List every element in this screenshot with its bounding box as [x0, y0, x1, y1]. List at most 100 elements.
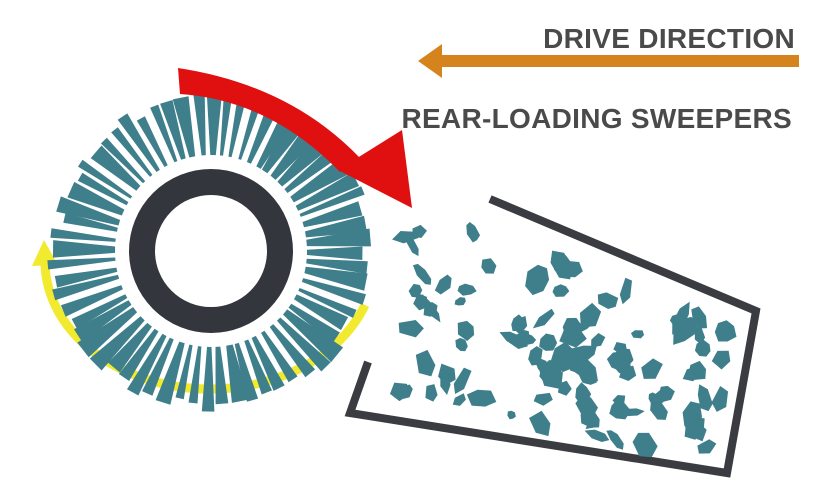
bristle — [188, 346, 202, 404]
debris-rock — [453, 367, 472, 395]
bristle — [67, 181, 125, 216]
debris-rock — [440, 368, 451, 395]
bristle — [77, 172, 129, 206]
bristle — [295, 172, 359, 211]
bristle — [136, 116, 168, 167]
bristle — [294, 294, 349, 331]
debris-rock — [652, 387, 670, 404]
debris-rock — [398, 319, 424, 338]
debris-rock — [575, 395, 599, 419]
debris-rock — [402, 384, 413, 399]
debris-rock — [415, 349, 436, 377]
bristle — [283, 309, 344, 363]
debris-rock — [425, 384, 438, 402]
bristle — [54, 267, 118, 288]
debris-rock — [466, 389, 497, 407]
debris-rock — [550, 341, 575, 373]
bristle — [63, 212, 118, 232]
curved-arrow-clockwise-icon — [178, 68, 412, 208]
bristle — [150, 104, 178, 163]
debris-rock — [694, 325, 706, 346]
debris-rock — [584, 429, 610, 443]
bristle — [269, 324, 316, 378]
bristle — [302, 201, 363, 228]
debris-rock — [606, 430, 624, 450]
debris-rock — [529, 410, 551, 437]
bristle — [201, 346, 215, 412]
bristle — [290, 159, 349, 203]
drive-direction-label: DRIVE DIRECTION — [543, 23, 795, 54]
bristle — [277, 317, 331, 372]
bristle — [155, 341, 185, 405]
debris-rock — [641, 358, 663, 379]
debris-rock — [511, 314, 524, 332]
bristle — [142, 337, 174, 396]
debris-rock — [454, 297, 466, 306]
debris-rock — [525, 264, 550, 296]
debris-rock — [682, 401, 702, 435]
bristle — [52, 274, 120, 301]
sweeper-type-label: REAR-LOADING SWEEPERS — [401, 103, 792, 134]
bristle — [100, 137, 146, 184]
debris-rock — [694, 339, 711, 357]
bristle — [234, 342, 259, 402]
debris-rock — [412, 263, 432, 285]
debris-rock — [533, 392, 553, 406]
debris-rock — [673, 316, 699, 345]
hopper-outline — [344, 195, 761, 478]
bristle — [89, 316, 145, 371]
debris-rock — [534, 357, 555, 378]
debris-rock — [697, 384, 713, 412]
bristle — [118, 328, 159, 381]
debris-rock — [457, 320, 475, 341]
bristle — [108, 322, 152, 373]
bristle — [219, 89, 234, 156]
bristle — [78, 159, 133, 199]
debris-rock — [612, 348, 634, 369]
debris-rock — [507, 410, 516, 420]
debris-rock — [630, 330, 645, 339]
debris-rock — [632, 432, 658, 458]
bristle — [127, 333, 167, 396]
bristle — [298, 288, 357, 318]
bristle — [172, 96, 196, 158]
hopper — [344, 195, 761, 478]
bristle — [299, 186, 365, 217]
bristle — [207, 97, 222, 156]
bristle — [304, 266, 368, 291]
debris-rock — [669, 313, 686, 326]
bristle — [90, 145, 141, 191]
debris-rock — [552, 284, 570, 297]
debris-rock — [570, 355, 599, 382]
drive-direction-arrow-icon — [418, 44, 799, 78]
bristle — [74, 300, 132, 342]
debris-rock — [532, 308, 555, 329]
bristle — [50, 228, 116, 242]
debris-rock — [412, 224, 427, 238]
debris-rock — [688, 360, 707, 380]
debris-rock — [711, 350, 731, 370]
bristle — [228, 100, 246, 158]
debris-rock — [613, 408, 645, 417]
bristle — [71, 294, 128, 329]
bristle — [238, 98, 263, 160]
bristle — [306, 258, 368, 274]
debris-rock — [711, 385, 729, 412]
bristle — [77, 307, 138, 358]
debris-rock — [597, 292, 619, 309]
brush-bristles — [47, 88, 371, 412]
bristle — [261, 330, 298, 383]
bristle — [117, 113, 160, 172]
bristle — [244, 339, 272, 395]
bristle — [111, 127, 153, 177]
debris-rock — [585, 417, 599, 429]
debris-rock — [406, 234, 419, 257]
debris-rock — [452, 393, 466, 406]
debris-rock — [557, 261, 583, 278]
debris-rock — [434, 274, 452, 295]
debris-rock — [697, 439, 717, 454]
debris-rock — [714, 320, 737, 342]
bristle — [215, 346, 229, 405]
debris-pile — [389, 221, 737, 458]
